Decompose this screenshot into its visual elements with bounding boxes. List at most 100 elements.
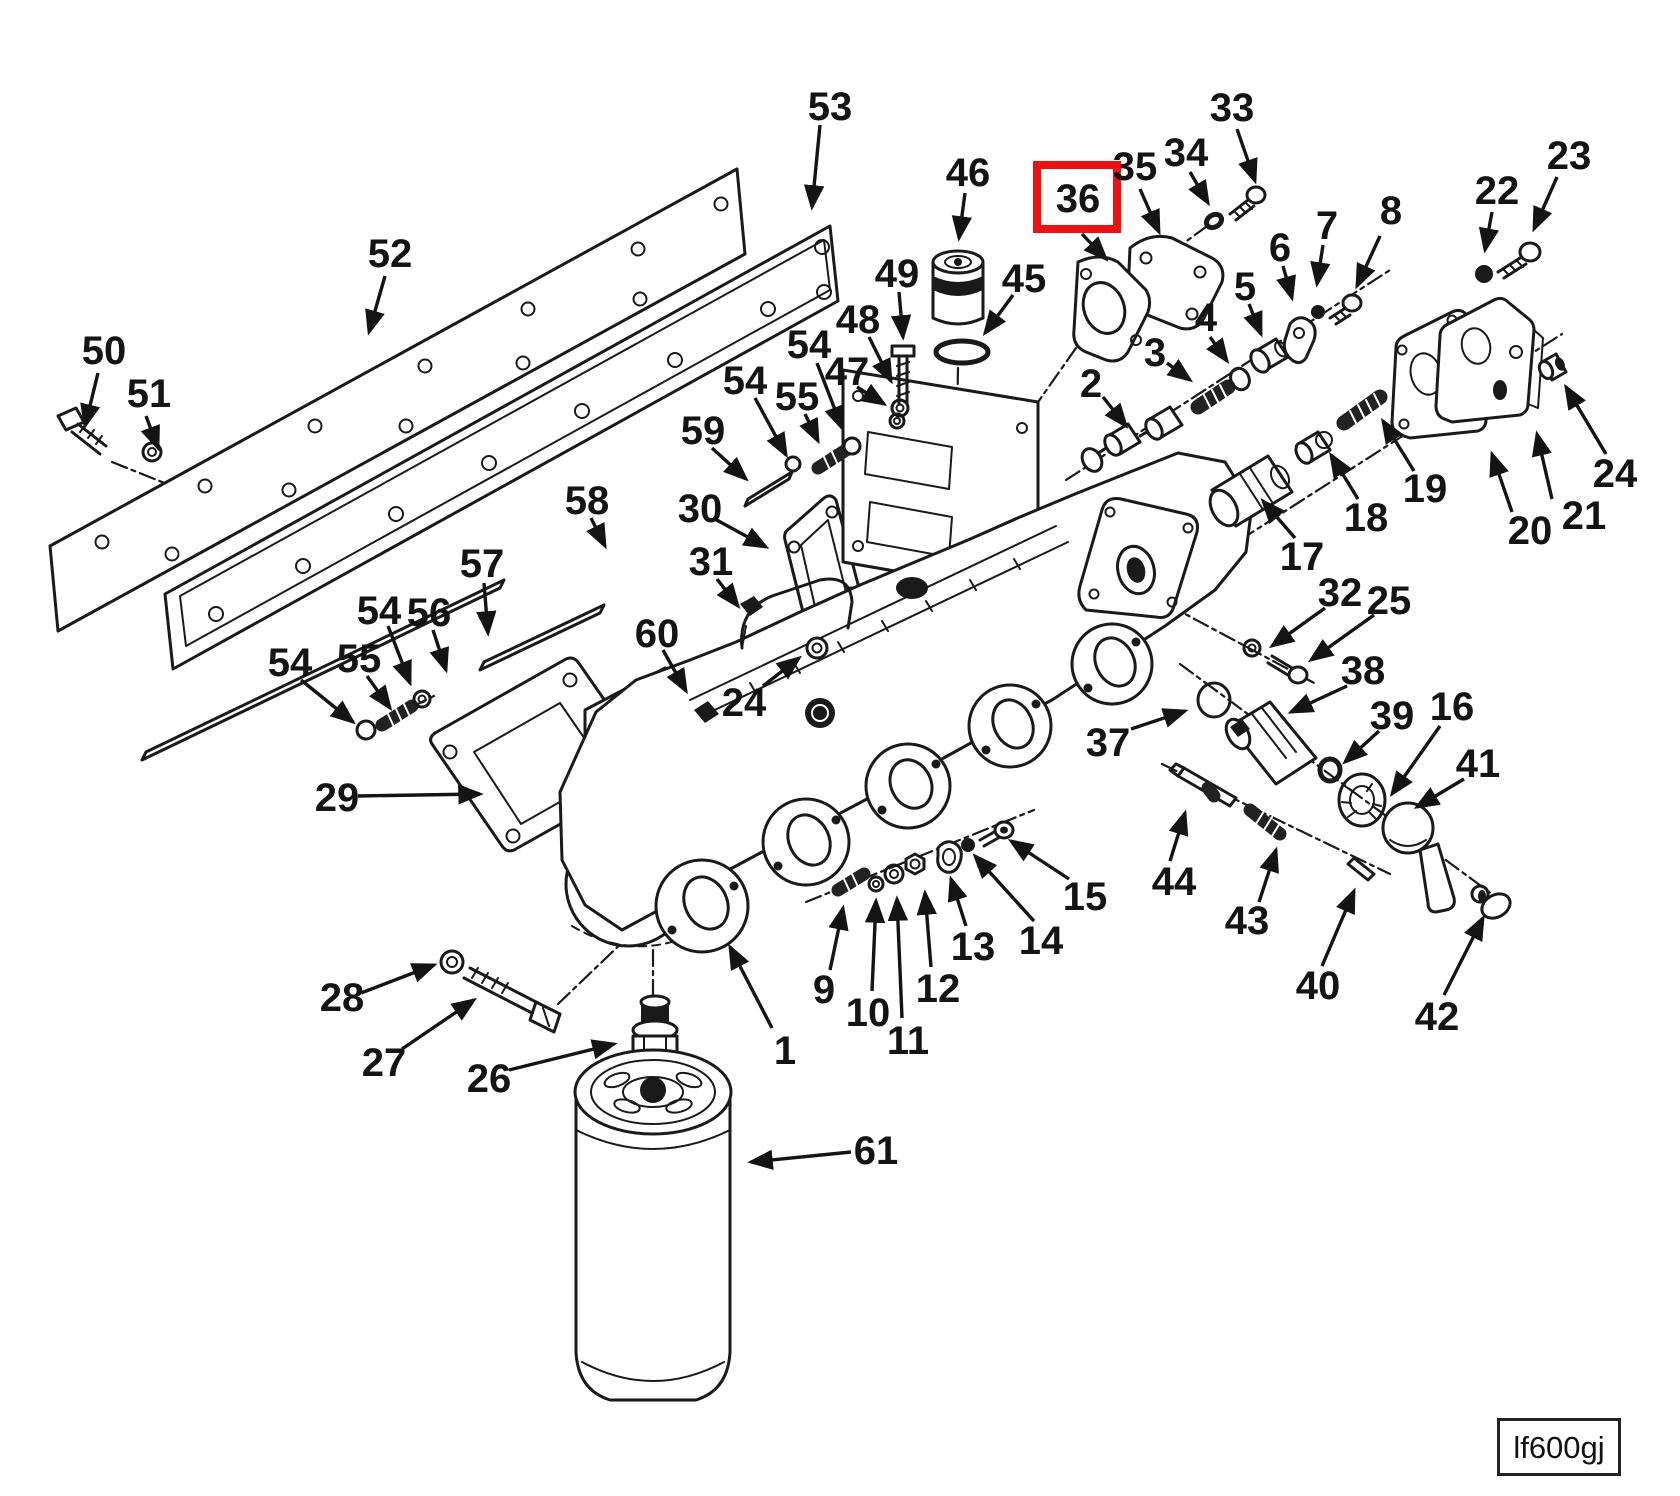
callout-arrow (386, 625, 412, 687)
callout-arrow (916, 889, 937, 968)
callout-arrow (1007, 838, 1070, 881)
callout-label: 34 (1164, 131, 1209, 175)
callout-49: 49 (875, 252, 919, 341)
callout-label: 9 (813, 968, 835, 1012)
callout-2: 2 (1080, 362, 1129, 429)
callout-arrow (1276, 265, 1296, 302)
callout-arrow (799, 413, 820, 445)
callout-51: 51 (127, 372, 171, 452)
callout-58: 58 (565, 479, 609, 550)
callout-arrow (357, 784, 484, 805)
callout-arrow (1138, 188, 1161, 236)
callout-label: 16 (1430, 685, 1475, 729)
ball-14 (961, 838, 975, 852)
callout-42: 42 (1415, 914, 1485, 1039)
callout-arrow (1381, 417, 1416, 472)
check-ball-54-mid (784, 455, 802, 473)
callout-33: 33 (1210, 86, 1258, 185)
callout-arrow (1260, 498, 1297, 540)
callout-label: 50 (82, 329, 127, 373)
callout-arrow (1489, 450, 1514, 513)
o-ring-37 (1196, 681, 1232, 719)
callout-arrow (828, 904, 849, 971)
callout-label: 24 (1593, 452, 1638, 496)
callout-arrow (365, 675, 393, 712)
callout-label: 44 (1152, 860, 1197, 904)
callout-label: 47 (825, 350, 870, 394)
callout-11: 11 (887, 895, 929, 1063)
intake-manifold-1 (558, 451, 1254, 954)
callout-14: 14 (972, 853, 1064, 963)
callout-arrow (1342, 729, 1381, 765)
callout-label: 13 (951, 925, 996, 969)
callout-arrow (1310, 244, 1331, 288)
figure-code-box: lf600gj (1497, 1418, 1621, 1476)
spring-9 (831, 867, 871, 897)
nut-22 (1475, 265, 1493, 283)
callout-45: 45 (982, 257, 1046, 337)
callout-label: 48 (836, 298, 881, 342)
callout-label: 61 (854, 1129, 899, 1173)
callout-label: 12 (916, 967, 961, 1011)
callout-55a: 55 (775, 375, 820, 445)
callout-label: 42 (1415, 995, 1460, 1039)
callout-5: 5 (1234, 265, 1263, 338)
pin-44 (1168, 762, 1238, 808)
o-ring-45 (933, 338, 991, 366)
o-ring-34 (1203, 211, 1225, 231)
callout-label: 15 (1063, 875, 1108, 919)
callout-label: 23 (1547, 134, 1592, 178)
callout-31: 31 (689, 540, 741, 609)
callout-47: 47 (825, 350, 888, 406)
callout-21: 21 (1531, 430, 1606, 538)
callout-59: 59 (681, 409, 749, 482)
callout-label: 57 (460, 542, 505, 586)
washer-11 (883, 863, 905, 885)
callout-arrow (803, 124, 825, 211)
knob-42 (1470, 884, 1512, 920)
callout-60: 60 (635, 612, 688, 695)
callout-label: 24 (722, 681, 767, 725)
callout-label: 46 (946, 151, 991, 195)
callout-1: 1 (728, 943, 796, 1073)
callout-arrow (140, 415, 160, 452)
callout-18: 18 (1329, 451, 1388, 540)
callout-22: 22 (1475, 169, 1519, 254)
seal-16 (1337, 772, 1387, 828)
callout-39: 39 (1342, 694, 1414, 765)
callout-arrow (1320, 887, 1356, 967)
callout-label: 40 (1296, 964, 1341, 1008)
callout-label: 19 (1403, 467, 1448, 511)
figure-code: lf600gj (1513, 1429, 1605, 1465)
callout-61: 61 (747, 1129, 899, 1173)
callout-arrow (299, 678, 356, 725)
callout-arrow (951, 192, 972, 242)
callout-55b: 55 (337, 637, 393, 712)
washer-28 (439, 949, 465, 975)
callout-label: 54 (723, 359, 768, 403)
callout-25: 25 (1307, 579, 1411, 663)
cover-21 (1434, 296, 1544, 424)
callout-50: 50 (80, 329, 127, 430)
callout-20: 20 (1489, 450, 1552, 553)
callout-52: 52 (365, 232, 412, 336)
callout-arrow (864, 897, 886, 992)
washer-56 (412, 689, 432, 709)
cover-plate-52 (48, 167, 747, 633)
callout-arrow (1532, 176, 1559, 233)
callout-16: 16 (1389, 685, 1475, 798)
callout-arrow (80, 372, 101, 430)
callout-arrow (1442, 914, 1485, 996)
callout-label: 55 (775, 375, 820, 419)
callout-label: 60 (635, 612, 680, 656)
callout-arrow (867, 336, 893, 385)
callout-arrow (1235, 128, 1258, 185)
callout-arrow (982, 293, 1015, 337)
callout-label: 8 (1380, 189, 1402, 233)
callout-arrow (1307, 613, 1375, 663)
valve-17 (1208, 454, 1294, 528)
callout-arrow (710, 446, 749, 482)
callout-29: 29 (315, 776, 484, 820)
